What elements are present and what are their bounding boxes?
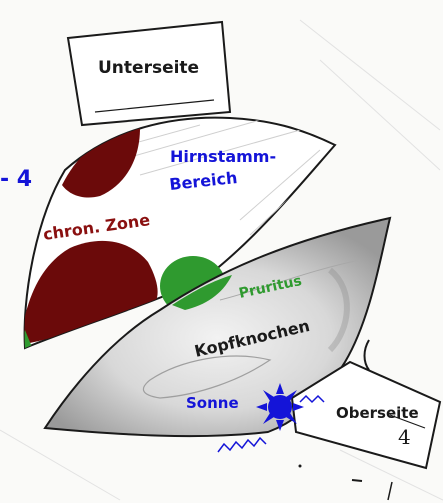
left-number-label: - 4	[0, 167, 32, 192]
pen-dot	[299, 465, 302, 468]
hirnstamm-label-line1: Hirnstamm-	[170, 147, 276, 166]
corner-number-label: 4	[398, 425, 411, 449]
pen-mark-right	[388, 482, 392, 500]
pen-mark-bottom	[352, 480, 362, 481]
oberseite-label: Oberseite	[336, 404, 419, 422]
sonne-label: Sonne	[186, 394, 239, 412]
unterseite-label: Unterseite	[98, 58, 199, 78]
paren-mark	[365, 340, 370, 370]
sun-icon	[256, 383, 304, 431]
